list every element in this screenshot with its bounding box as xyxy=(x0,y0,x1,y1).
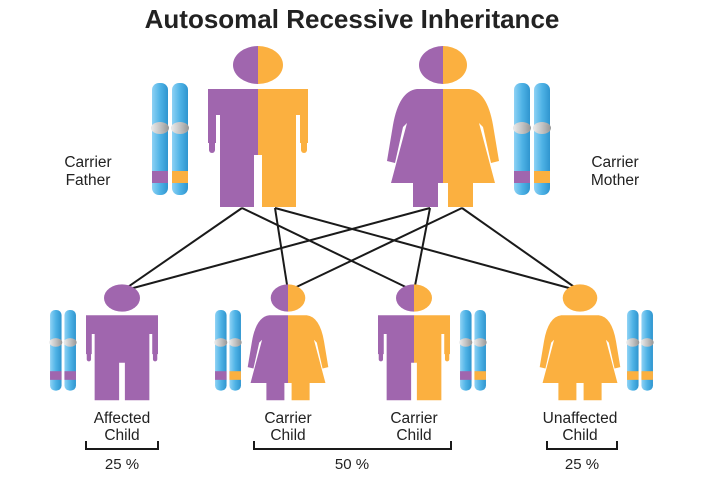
child-affected-chromosome-icon xyxy=(49,310,77,391)
child-carrier-male-chromosome-icon xyxy=(459,310,487,391)
mother-chromosome-icon xyxy=(513,83,551,195)
probability-affected: 25 % xyxy=(105,456,139,473)
mother-label-line2: Mother xyxy=(591,172,639,189)
probability-unaffected: 25 % xyxy=(565,456,599,473)
father-figure xyxy=(208,46,308,207)
father-label-line1: Carrier xyxy=(64,154,111,171)
child-3-label-line2: Child xyxy=(396,427,431,444)
inheritance-line-3 xyxy=(274,207,289,292)
inheritance-line-4 xyxy=(274,207,581,292)
child-2-label-line1: Carrier xyxy=(264,410,311,427)
inheritance-lines xyxy=(121,207,581,292)
mother-figure xyxy=(387,46,499,207)
child-1-label-line1: Affected xyxy=(94,410,151,427)
page-title: Autosomal Recessive Inheritance xyxy=(145,4,560,34)
father-chromosome-icon xyxy=(151,83,189,195)
inheritance-line-6 xyxy=(413,207,431,292)
inheritance-line-8 xyxy=(461,207,581,292)
child-carrier-male-figure xyxy=(378,284,450,401)
child-carrier-female-chromosome-icon xyxy=(214,310,242,391)
inheritance-line-1 xyxy=(121,207,243,292)
mother-label-line1: Carrier xyxy=(591,154,638,171)
child-4-label-line2: Child xyxy=(562,427,597,444)
probability-carrier: 50 % xyxy=(335,456,369,473)
inheritance-line-5 xyxy=(121,207,431,292)
inheritance-line-7 xyxy=(287,207,463,292)
child-unaffected-figure xyxy=(539,284,621,401)
child-2-label-line2: Child xyxy=(270,427,305,444)
child-unaffected-chromosome-icon xyxy=(626,310,654,391)
child-4-label-line1: Unaffected xyxy=(543,410,618,427)
child-3-label-line1: Carrier xyxy=(390,410,437,427)
probability-brackets xyxy=(85,441,618,450)
father-label-line2: Father xyxy=(66,172,111,189)
inheritance-line-2 xyxy=(241,207,415,292)
child-affected-figure xyxy=(86,284,158,401)
child-1-label-line2: Child xyxy=(104,427,139,444)
child-carrier-female-figure xyxy=(247,284,329,401)
